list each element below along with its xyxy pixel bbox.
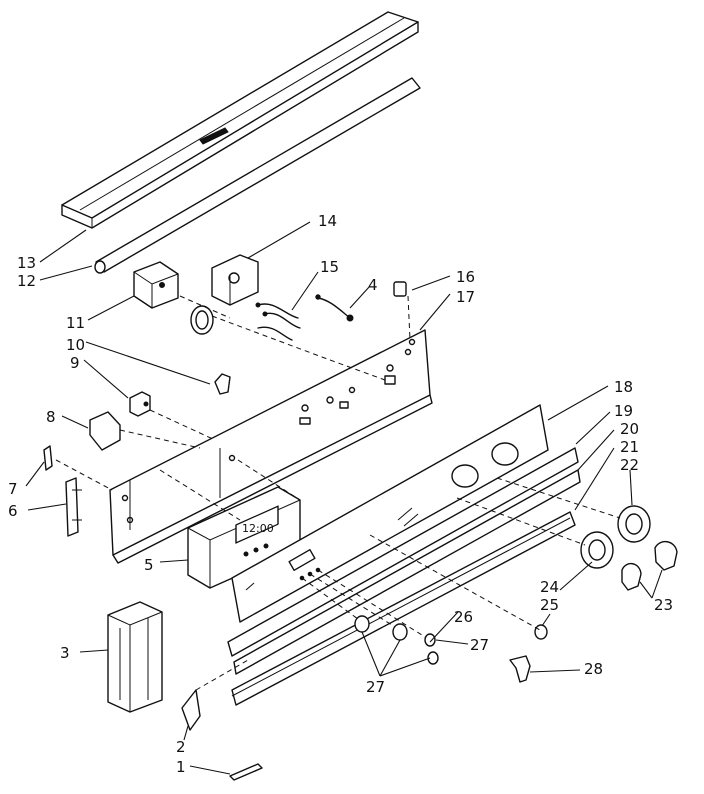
part-10-clip	[214, 373, 231, 395]
part-9-switch	[129, 391, 151, 417]
callout-28: 28	[584, 660, 603, 678]
part-28-bracket	[509, 655, 531, 683]
part-26-buttons	[299, 567, 431, 641]
part-19-20-21-rails	[227, 447, 581, 706]
callout-3: 3	[60, 644, 70, 662]
callout-labels: 13 12 11 10 9 8 7 6 5 3 2 1 14 15 4 16 1…	[8, 212, 673, 776]
callout-6: 6	[8, 502, 18, 520]
part-8-bracket	[89, 411, 121, 451]
part-1-clip	[229, 763, 263, 781]
callout-14: 14	[318, 212, 337, 230]
part-5-electronic-control: 12:00	[187, 486, 301, 589]
part-18-front-panel	[231, 404, 549, 623]
part-7-plate	[43, 445, 53, 471]
callout-19: 19	[614, 402, 633, 420]
part-23-knobs	[621, 541, 678, 591]
part-ring-gasket	[190, 305, 331, 361]
callout-5: 5	[144, 556, 154, 574]
part-27-push-buttons	[354, 615, 439, 665]
callout-13: 13	[17, 254, 36, 272]
part-24-knob-bezel	[580, 531, 614, 569]
callout-26: 26	[454, 608, 473, 626]
part-25-knob-adapter	[369, 534, 548, 640]
part-4-probe	[315, 294, 354, 322]
callout-4: 4	[368, 276, 378, 294]
part-11-motor	[133, 261, 179, 309]
part-3-side-block	[107, 601, 163, 713]
callout-17: 17	[456, 288, 475, 306]
callout-1: 1	[176, 758, 186, 776]
part-2-bracket	[181, 659, 249, 731]
callout-27a: 27	[470, 636, 489, 654]
callout-27b: 27	[366, 678, 385, 696]
callout-7: 7	[8, 480, 18, 498]
leader-lines	[25, 221, 663, 775]
part-14-bracket	[211, 254, 259, 306]
callout-22: 22	[620, 456, 639, 474]
part-12-rod	[94, 77, 421, 274]
callout-21: 21	[620, 438, 639, 456]
part-22-knob-bezel	[456, 477, 651, 546]
callout-24: 24	[540, 578, 559, 596]
clock-display-text: 12:00	[242, 522, 274, 535]
callout-10: 10	[66, 336, 85, 354]
assembly-guide-lines	[55, 295, 411, 521]
part-13-top-trim-channel	[61, 11, 419, 229]
callout-18: 18	[614, 378, 633, 396]
part-15-wire-harness	[255, 302, 301, 341]
callout-23: 23	[654, 596, 673, 614]
callout-2: 2	[176, 738, 186, 756]
callout-15: 15	[320, 258, 339, 276]
callout-11: 11	[66, 314, 85, 332]
callout-20: 20	[620, 420, 639, 438]
callout-8: 8	[46, 408, 56, 426]
callout-25: 25	[540, 596, 559, 614]
part-16-nut	[393, 281, 407, 297]
callout-12: 12	[17, 272, 36, 290]
callout-16: 16	[456, 268, 475, 286]
part-17-back-panel	[109, 329, 433, 564]
callout-9: 9	[70, 354, 80, 372]
part-6-bracket	[65, 477, 82, 537]
